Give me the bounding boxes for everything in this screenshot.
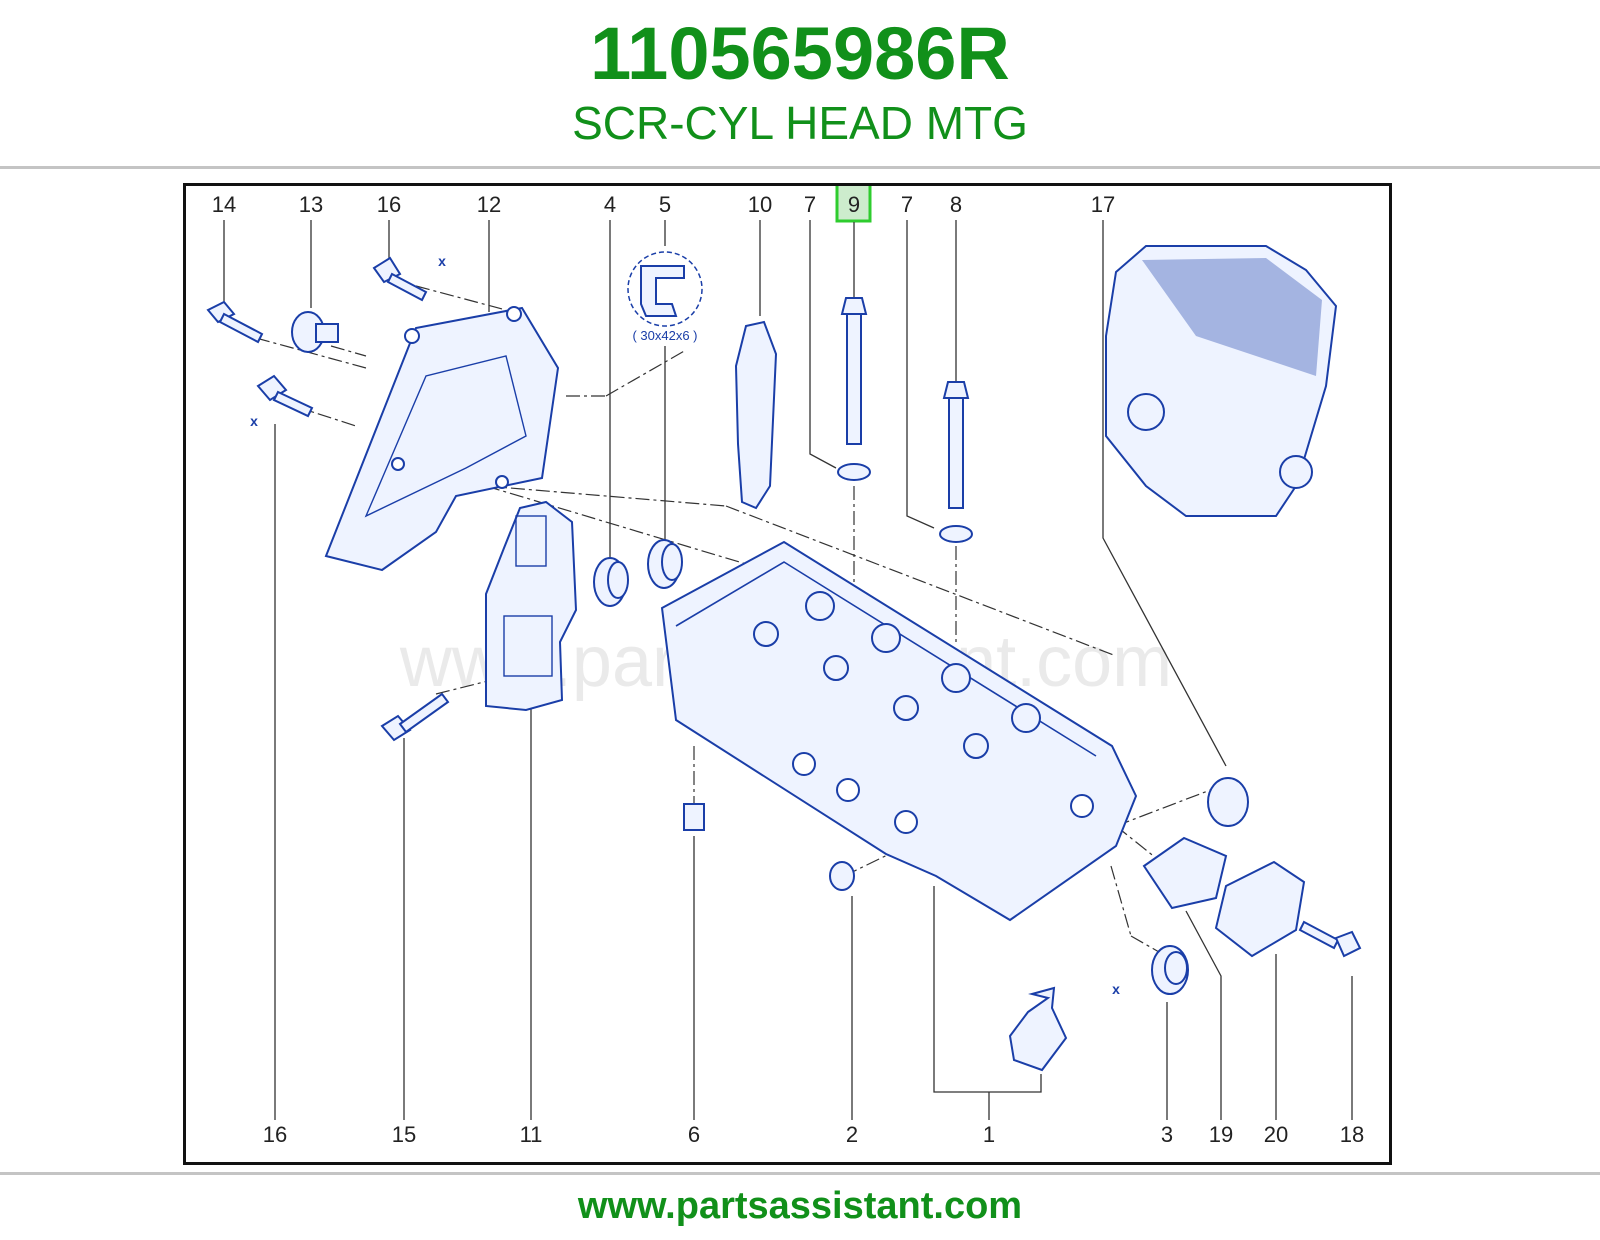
callout-4-top[interactable]: 4	[604, 192, 616, 217]
callout-11-bottom[interactable]: 11	[520, 1122, 543, 1147]
bolt-14[interactable]	[206, 300, 264, 344]
plug-6[interactable]	[683, 803, 705, 831]
sealant-bag-icon	[1008, 986, 1068, 1072]
bolt-16-lower[interactable]: x	[250, 374, 314, 429]
footer-divider	[0, 1172, 1600, 1175]
bolt-9[interactable]	[837, 297, 871, 481]
highlight-box-9	[835, 186, 872, 223]
callout-12-top[interactable]: 12	[477, 192, 501, 217]
header: 110565986R SCR-CYL HEAD MTG	[0, 0, 1600, 160]
callout-10-top[interactable]: 10	[748, 192, 772, 217]
callout-14-top[interactable]: 14	[212, 192, 236, 217]
seal-4[interactable]	[593, 557, 629, 607]
site-url-link[interactable]: www.partsassistant.com	[577, 1185, 1023, 1227]
plug-17[interactable]	[1207, 777, 1249, 827]
gasket-19[interactable]	[1142, 836, 1228, 910]
callout-20-bottom[interactable]: 20	[1264, 1122, 1288, 1147]
callout-17-top[interactable]: 17	[1091, 192, 1115, 217]
bolt-18[interactable]	[1298, 920, 1362, 958]
header-divider	[0, 166, 1600, 169]
bracket-11[interactable]	[485, 500, 578, 712]
leader-lines	[223, 220, 1353, 1120]
callout-1-bottom[interactable]: 1	[983, 1122, 995, 1147]
callout-3-bottom[interactable]: 3	[1161, 1122, 1173, 1147]
callout-7b-top[interactable]: 7	[901, 192, 913, 217]
diagram-drawing: www.partsassistant.com 14 13 16 12 4 5 1…	[206, 186, 1364, 1147]
callout-7a-top[interactable]: 7	[804, 192, 816, 217]
cap-13[interactable]	[291, 311, 339, 353]
bracket-12[interactable]	[324, 306, 560, 572]
bolt-15[interactable]	[380, 692, 450, 742]
callout-6-bottom[interactable]: 6	[688, 1122, 700, 1147]
dimension-x-top: x	[438, 253, 446, 269]
callout-2-bottom[interactable]: 2	[846, 1122, 858, 1147]
cylinder-head-1[interactable]	[660, 540, 1138, 922]
top-callouts: 14 13 16 12 4 5 10 7 9 7 8 17	[212, 186, 1115, 223]
part-description: SCR-CYL HEAD MTG	[572, 97, 1028, 149]
dimension-x-right: x	[1112, 981, 1120, 997]
seal-section-detail: ( 30x42x6 )	[627, 251, 703, 343]
callout-19-bottom[interactable]: 19	[1209, 1122, 1233, 1147]
cover-20[interactable]	[1214, 860, 1306, 958]
plug-2[interactable]	[829, 861, 855, 891]
callout-16-top[interactable]: 16	[377, 192, 401, 217]
callout-15-bottom[interactable]: 15	[392, 1122, 416, 1147]
seal-3[interactable]: x	[1112, 945, 1189, 997]
rocker-arm-10[interactable]	[734, 320, 778, 510]
callout-9-top[interactable]: 9	[848, 192, 860, 217]
bottom-callouts: 16 15 11 6 2 1 3 19 20 18	[263, 1122, 1364, 1147]
callout-8-top[interactable]: 8	[950, 192, 962, 217]
part-number: 110565986R	[590, 12, 1010, 95]
bolt-8[interactable]	[939, 381, 973, 543]
bolt-16-top[interactable]: x	[372, 253, 446, 302]
exploded-diagram: www.partsassistant.com 14 13 16 12 4 5 1…	[183, 183, 1392, 1165]
callout-13-top[interactable]: 13	[299, 192, 323, 217]
callout-18-bottom[interactable]: 18	[1340, 1122, 1364, 1147]
seal-5[interactable]	[647, 539, 683, 589]
assembly-paths	[255, 285, 1227, 957]
dimension-x-left: x	[250, 413, 258, 429]
callout-16-bottom[interactable]: 16	[263, 1122, 287, 1147]
callout-5-top[interactable]: 5	[659, 192, 671, 217]
seal-size-note: ( 30x42x6 )	[632, 328, 697, 343]
engine-location-thumbnail	[1105, 245, 1338, 517]
